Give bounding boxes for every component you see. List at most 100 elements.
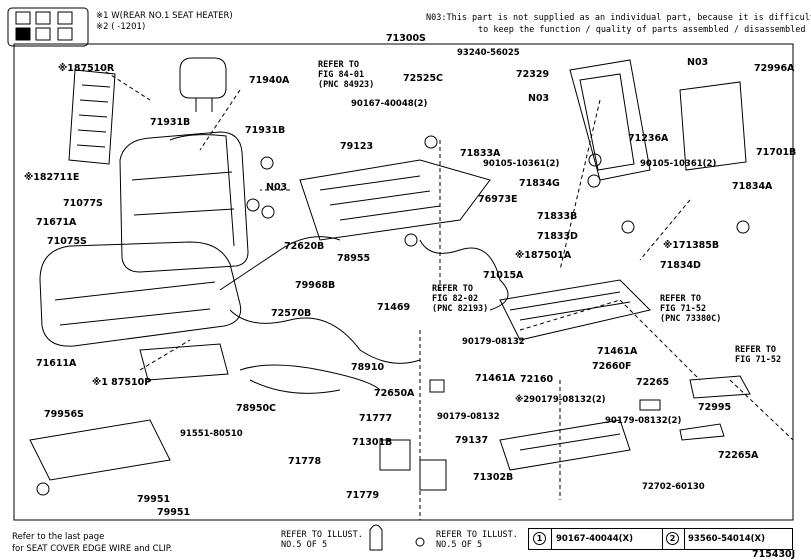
legend-item-1[interactable]: 1: [533, 529, 548, 549]
seat-heater-pad: [68, 69, 116, 165]
seat-lower-frame: [499, 279, 651, 341]
part-label[interactable]: 71077S: [63, 198, 103, 209]
wire-harness: [419, 239, 509, 311]
part-label[interactable]: 71834A: [732, 181, 773, 192]
part-label[interactable]: 71236A: [628, 133, 669, 144]
part-label[interactable]: 90179-08132(2): [605, 416, 682, 426]
part-label[interactable]: ※171385B: [663, 240, 720, 251]
part-label[interactable]: 79951: [137, 494, 171, 505]
part-label[interactable]: 72160: [520, 374, 554, 385]
part-label[interactable]: 78950C: [236, 403, 277, 414]
reference-illust-left[interactable]: REFER TO ILLUST. NO.5 OF 5: [281, 530, 363, 550]
model-note-1: ※1 W(REAR NO.1 SEAT HEATER): [96, 11, 233, 21]
side-covers: [639, 375, 751, 441]
clip-icons: [369, 524, 425, 551]
part-label[interactable]: 71833A: [460, 148, 501, 159]
part-label[interactable]: 71075S: [47, 236, 87, 247]
part-label[interactable]: 71931B: [150, 117, 191, 128]
seatback-frame: [569, 59, 651, 181]
legend-item-2[interactable]: 2: [666, 529, 681, 549]
part-label[interactable]: ※182711E: [24, 172, 80, 183]
part-label[interactable]: N03: [687, 57, 709, 68]
part-label[interactable]: ※187501A: [515, 250, 572, 261]
part-label[interactable]: 72265A: [718, 450, 759, 461]
headrest-illustration: [179, 57, 227, 112]
part-label[interactable]: 71778: [288, 456, 322, 467]
part-label[interactable]: 72329: [516, 69, 550, 80]
part-label[interactable]: 76973E: [478, 194, 518, 205]
n03-note-line2: to keep the function / quality of parts …: [478, 25, 806, 35]
part-label[interactable]: 78955: [337, 253, 371, 264]
reference-illust-right[interactable]: REFER TO ILLUST. NO.5 OF 5: [436, 530, 518, 550]
part-label[interactable]: 72650A: [374, 388, 415, 399]
n03-note-line1: N03:This part is not supplied as an indi…: [426, 13, 811, 23]
seat-layout-icon: [7, 7, 89, 47]
seatback-illustration: [119, 131, 249, 273]
part-label[interactable]: 78910: [351, 362, 385, 373]
part-label[interactable]: 72525C: [403, 73, 444, 84]
part-label[interactable]: 71611A: [36, 358, 77, 369]
footer-note-line2: for SEAT COVER EDGE WIRE and CLIP.: [12, 544, 173, 554]
seat-latch: [379, 379, 447, 491]
part-label[interactable]: 71015A: [483, 270, 524, 281]
part-label[interactable]: ※187510R: [58, 63, 115, 74]
part-label[interactable]: 71931B: [245, 125, 286, 136]
part-label[interactable]: 90105-10361(2): [640, 159, 717, 169]
part-label[interactable]: 71461A: [597, 346, 638, 357]
reference-fig-71-52-a[interactable]: REFER TO FIG 71-52 (PNC 73380C): [660, 294, 722, 324]
seat-track-rails: [499, 419, 631, 471]
part-label[interactable]: 72265: [636, 377, 670, 388]
part-label[interactable]: 72660F: [592, 361, 632, 372]
part-label[interactable]: 71940A: [249, 75, 290, 86]
part-label[interactable]: 79123: [340, 141, 374, 152]
part-label[interactable]: 71833B: [537, 211, 578, 222]
part-label[interactable]: 72702-60130: [642, 482, 705, 492]
assembly-frame: [13, 43, 794, 521]
reference-fig-82-02[interactable]: REFER TO FIG 82-02 (PNC 82193): [432, 284, 489, 314]
seat-cushion-illustration: [39, 241, 242, 347]
part-label[interactable]: 90167-40048(2): [351, 99, 428, 109]
legend-part-2[interactable]: 93560-54014(X): [688, 534, 765, 544]
reference-fig-84-01[interactable]: REFER TO FIG 84-01 (PNC 84923): [318, 60, 375, 90]
part-label[interactable]: 79968B: [295, 280, 336, 291]
part-label[interactable]: 71461A: [475, 373, 516, 384]
part-label[interactable]: 72995: [698, 402, 732, 413]
part-label[interactable]: ※1 87510P: [92, 377, 152, 388]
part-label[interactable]: 71701B: [756, 147, 797, 158]
part-label[interactable]: ※290179-08132(2): [515, 395, 606, 405]
part-label[interactable]: 90179-08132: [462, 337, 525, 347]
part-label[interactable]: 72996A: [754, 63, 795, 74]
footer-note-line1: Refer to the last page: [12, 532, 105, 542]
callout-1-icon: 1: [533, 532, 546, 545]
legend-part-1[interactable]: 90167-40044(X): [556, 534, 633, 544]
part-label[interactable]: 71302B: [473, 472, 514, 483]
part-label[interactable]: 72570B: [271, 308, 312, 319]
release-cables: [219, 236, 421, 394]
part-label[interactable]: 79137: [455, 435, 489, 446]
part-label[interactable]: 71301B: [352, 437, 393, 448]
part-label[interactable]: N03: [266, 182, 288, 193]
part-label[interactable]: 71834D: [660, 260, 701, 271]
under-tray: [29, 343, 229, 481]
part-label[interactable]: 79956S: [44, 409, 84, 420]
seat-cushion-frame: [299, 159, 491, 241]
part-label[interactable]: 71469: [377, 302, 411, 313]
part-label[interactable]: 79951: [157, 507, 191, 518]
part-label[interactable]: 71671A: [36, 217, 77, 228]
part-label[interactable]: 93240-56025: [457, 48, 520, 58]
callout-2-icon: 2: [666, 532, 679, 545]
assembly-number[interactable]: 71300S: [386, 33, 426, 44]
part-label[interactable]: 91551-80510: [180, 429, 243, 439]
part-label[interactable]: 71777: [359, 413, 393, 424]
part-label[interactable]: 71834G: [519, 178, 560, 189]
part-label[interactable]: 90179-08132: [437, 412, 500, 422]
part-label[interactable]: N03: [528, 93, 550, 104]
callout-circles: [36, 135, 750, 496]
part-label[interactable]: 71779: [346, 490, 380, 501]
part-label[interactable]: 72620B: [284, 241, 325, 252]
part-label[interactable]: 71833D: [537, 231, 578, 242]
reference-fig-71-52-b[interactable]: REFER TO FIG 71-52: [735, 345, 782, 365]
fastener-legend: 1 90167-40044(X) 2 93560-54014(X): [528, 528, 793, 550]
part-label[interactable]: 90105-10361(2): [483, 159, 560, 169]
